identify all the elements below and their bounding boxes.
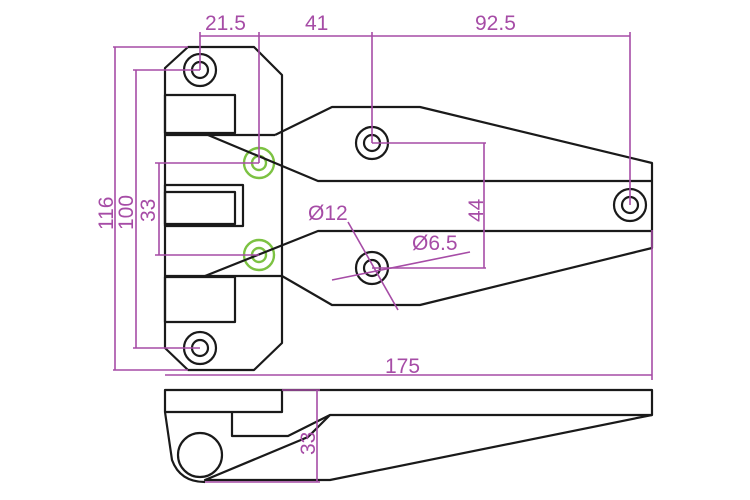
dim-diameter-12: Ø12 xyxy=(308,202,348,225)
hinge-arm xyxy=(204,105,654,307)
dim-side-33: 33 xyxy=(297,432,320,455)
dim-diameter-6-5: Ø6.5 xyxy=(412,232,458,255)
dim-21-5: 21.5 xyxy=(205,12,246,35)
hinge-plate xyxy=(163,45,284,372)
dim-92-5: 92.5 xyxy=(475,12,516,35)
dim-41: 41 xyxy=(305,12,328,35)
dim-116: 116 xyxy=(95,197,118,230)
mount-holes xyxy=(182,52,218,366)
dim-33: 33 xyxy=(137,199,160,222)
side-view xyxy=(163,388,654,484)
dim-175: 175 xyxy=(385,355,420,378)
pin-holes xyxy=(242,146,276,272)
dim-44: 44 xyxy=(465,198,488,222)
dimension-lines xyxy=(113,32,653,483)
dim-100: 100 xyxy=(115,195,138,230)
